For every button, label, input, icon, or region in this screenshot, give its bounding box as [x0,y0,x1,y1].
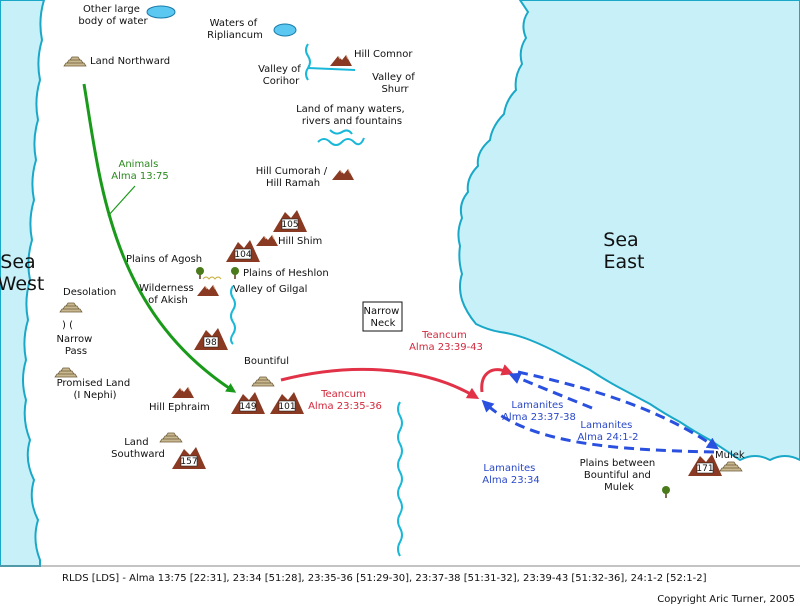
hill-171: 171 [688,454,722,476]
label-route-lamanites-3: Lamanites Alma 23:34 [482,463,540,486]
lake-other-large-body [146,5,176,19]
sea-west [0,0,46,567]
hill-98-number: 98 [205,338,217,348]
route-teancum-2 [480,364,514,393]
hill-ephraim-icon [171,386,195,399]
hill-cumorah-icon [331,168,355,181]
label-plains-agosh: Plains of Agosh [126,254,202,265]
city-land-northward-icon [63,56,87,67]
label-land-southward: Land Southward [111,437,165,460]
label-plains-heshlon: Plains of Heshlon [243,268,329,279]
label-valley-gilgal: Valley of Gilgal [233,284,307,295]
river-shurr [307,67,356,71]
label-wilderness-akish: Wilderness of Akish [139,283,197,306]
label-land-northward: Land Northward [90,56,170,67]
hill-105: 105 [273,210,307,232]
river-many-waters-2 [329,129,353,135]
sea-east [457,0,800,462]
hill-shim-icon [255,234,279,247]
label-land-many-waters: Land of many waters, rivers and fountain… [296,104,408,127]
hill-akish-icon [196,284,220,297]
city-mulek-icon [719,461,743,472]
narrow-neck-box [362,301,403,332]
label-hill-comnor: Hill Comnor [354,49,413,60]
plains-agosh-tree-icon [196,267,222,280]
label-hill-cumorah: Hill Cumorah / Hill Ramah [256,166,331,189]
label-plains-between: Plains between Bountiful and Mulek [580,458,659,493]
hill-157: 157 [172,447,206,469]
river-corihor [305,43,311,81]
sea-east-label: Sea East [603,229,644,273]
route-lamanites-2 [517,370,719,450]
river-south [397,401,403,557]
route-animals-leader [107,185,136,217]
route-lamanites-1 [508,372,593,410]
route-animals [82,83,237,393]
footer-references: RLDS [LDS] - Alma 13:75 [22:31], 23:34 [… [62,573,707,584]
route-lamanites-3 [481,399,715,454]
label-mulek: Mulek [715,450,745,461]
label-other-large-body: Other large body of water [78,4,148,27]
label-route-animals: Animals Alma 13:75 [111,159,169,182]
hill-149: 149 [231,392,265,414]
route-teancum-1 [280,367,480,400]
hill-101: 101 [270,392,304,414]
river-gilgal [230,285,236,345]
label-valley-shurr: Valley of Shurr [372,72,418,95]
label-hill-ephraim: Hill Ephraim [149,402,210,413]
hill-104: 104 [226,240,260,262]
hill-171-number: 171 [696,464,713,474]
label-valley-corihor: Valley of Corihor [258,64,304,87]
label-waters-ripliancum: Waters of Ripliancum [207,18,263,41]
label-route-lamanites-1: Lamanites Alma 23:37-38 [502,400,576,423]
label-narrow-neck: Narrow Neck [364,306,403,329]
label-desolation: Desolation [63,287,116,298]
sea-west-label: Sea West [0,251,44,295]
label-narrow-pass-symbol: ) ( [62,320,73,331]
label-bountiful: Bountiful [244,356,289,367]
city-bountiful-icon [251,376,275,387]
footer-copyright: Copyright Aric Turner, 2005 [657,594,795,605]
hill-comnor-icon [329,54,353,67]
label-route-teancum-1: Teancum Alma 23:35-36 [308,389,382,412]
label-narrow-pass: Narrow Pass [57,334,96,357]
lake-ripliancum [273,23,297,37]
plains-between-tree-icon [662,486,670,498]
label-promised-land: Promised Land (I Nephi) [57,378,134,401]
river-many-waters [317,137,365,146]
label-hill-shim: Hill Shim [278,236,322,247]
label-route-teancum-2: Teancum Alma 23:39-43 [409,330,483,353]
city-desolation-icon [59,302,83,313]
label-route-lamanites-2: Lamanites Alma 24:1-2 [577,420,638,443]
hill-104-number: 104 [234,250,251,260]
hill-157-number: 157 [180,457,197,467]
hill-101-number: 101 [278,402,295,412]
city-promised-land-icon [54,367,78,378]
hill-98: 98 [194,328,228,350]
hill-105-number: 105 [281,220,298,230]
hill-149-number: 149 [239,402,256,412]
city-land-southward-icon [159,432,183,443]
plains-heshlon-tree-icon [231,267,239,279]
